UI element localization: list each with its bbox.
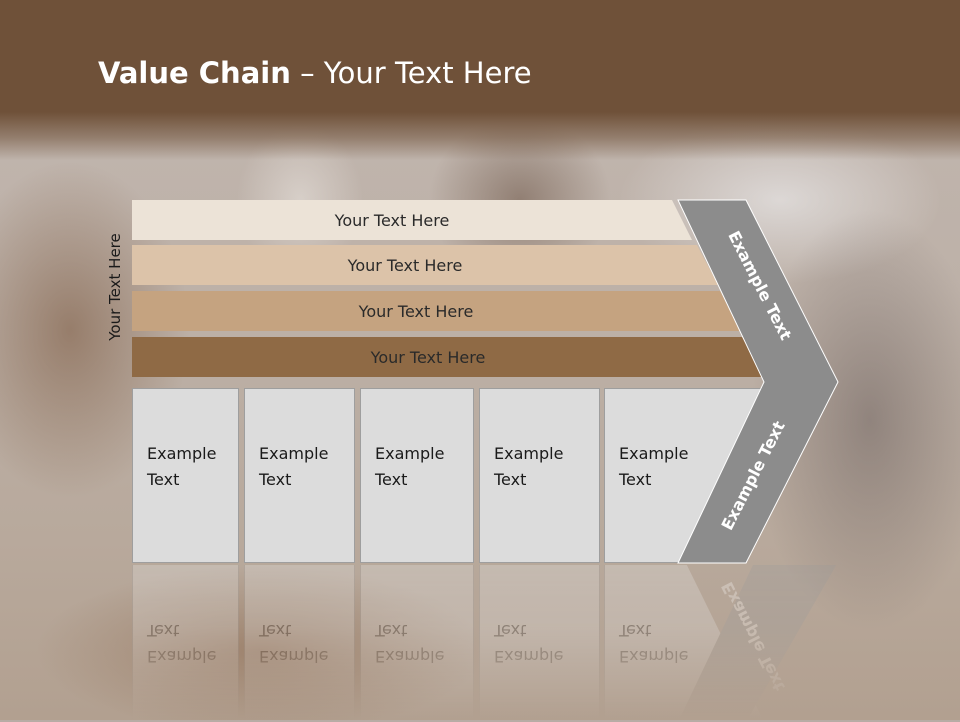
box-3: Example Text — [360, 388, 474, 563]
bar-4: Your Text Here — [132, 337, 764, 377]
bar-4-label: Your Text Here — [370, 347, 486, 367]
box-2-line1: Example — [259, 444, 329, 463]
bar-3: Your Text Here — [132, 291, 740, 331]
box-5-line1: Example — [619, 444, 689, 463]
bar-1: Your Text Here — [132, 200, 692, 240]
box-2-line2: Text — [259, 470, 292, 489]
box-5-line2: Text — [619, 470, 652, 489]
header-band — [0, 0, 960, 160]
box-3-line2: Text — [375, 470, 408, 489]
bar-2: Your Text Here — [132, 245, 718, 285]
title-rest: – Your Text Here — [290, 56, 532, 90]
box-4-line2: Text — [494, 470, 527, 489]
box-2: Example Text — [244, 388, 355, 563]
reflection-chevron-shape — [678, 522, 838, 722]
bar-2-label: Your Text Here — [347, 255, 463, 275]
chevron-shape — [677, 199, 839, 564]
box-1: Example Text — [132, 388, 239, 563]
box-1-line2: Text — [147, 470, 180, 489]
reflection-chevron: Example Text — [678, 522, 838, 722]
box-4-line1: Example — [494, 444, 564, 463]
title-bold: Value Chain — [98, 56, 291, 90]
box-4: Example Text — [479, 388, 600, 563]
box-1-line1: Example — [147, 444, 217, 463]
bar-3-label: Your Text Here — [358, 301, 474, 321]
reflection: Example Text Example Text Example Text E… — [0, 522, 960, 722]
bar-1-label: Your Text Here — [334, 210, 450, 230]
slide-title: Value Chain – Your Text Here — [98, 56, 532, 90]
box-3-line1: Example — [375, 444, 445, 463]
